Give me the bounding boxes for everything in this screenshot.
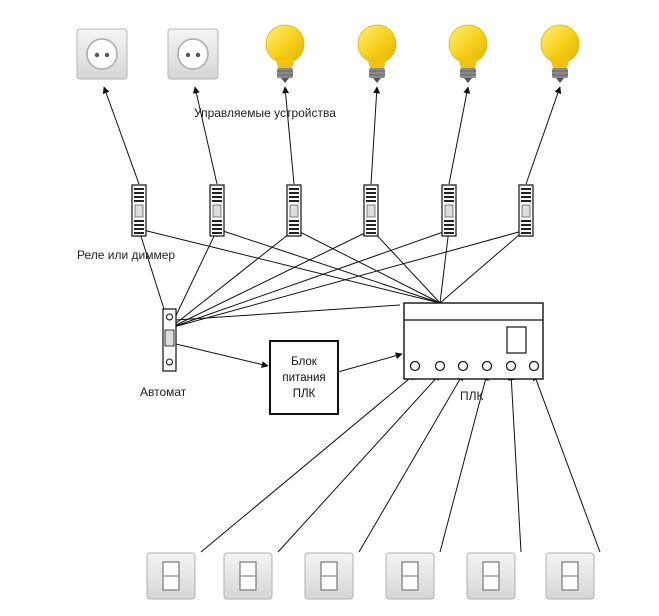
wire (439, 373, 489, 553)
wire (138, 227, 441, 304)
wire (358, 373, 464, 553)
breaker-label: Автомат (140, 385, 187, 399)
plc-display (506, 326, 527, 354)
wire (175, 343, 269, 368)
light-bulb-icon (448, 24, 488, 83)
switch-icon (545, 552, 595, 600)
plc-box (403, 302, 544, 380)
relays-label: Реле или диммер (77, 248, 175, 262)
wire (169, 229, 295, 329)
wire (216, 227, 441, 304)
light-bulb-icon (540, 24, 580, 83)
relay-icon (209, 184, 225, 237)
plc-inputs (409, 360, 540, 372)
relay-group (131, 184, 534, 237)
plc-label: ПЛК (460, 389, 484, 403)
wire (200, 373, 416, 553)
wire (337, 352, 403, 373)
wire (370, 86, 381, 185)
switch-icon (146, 552, 196, 600)
power-supply-label-2: питания (282, 372, 325, 384)
power-supply-label-1: Блок (291, 356, 318, 368)
wire (175, 304, 401, 321)
connection-wires (102, 86, 601, 553)
plc-input-terminal (505, 360, 517, 372)
light-bulb-icon (357, 24, 397, 83)
socket-icon (167, 28, 219, 80)
wire (439, 228, 452, 304)
wire (169, 229, 372, 329)
relay-icon (286, 184, 302, 237)
switch-group (146, 552, 595, 600)
relay-icon (131, 184, 147, 237)
power-supply-label-3: ПЛК (293, 388, 316, 400)
wire (532, 373, 601, 553)
wire (277, 373, 441, 553)
switch-icon (466, 552, 516, 600)
switch-icon (304, 552, 354, 600)
wire (448, 86, 471, 185)
wire (525, 86, 562, 185)
socket-icon (76, 28, 128, 80)
controlled-devices (76, 24, 580, 83)
wire (507, 373, 522, 553)
wire (282, 86, 295, 185)
relay-icon (363, 184, 379, 237)
light-bulb-icon (265, 24, 305, 83)
wire (439, 228, 527, 304)
plc-input-terminal (457, 360, 469, 372)
power-supply-box: Блок питания ПЛК (269, 340, 339, 415)
relay-icon (518, 184, 534, 237)
wire (169, 229, 218, 329)
devices-label: Управляемые устройства (194, 106, 336, 120)
breaker-icon (162, 308, 177, 372)
wire (370, 228, 441, 304)
wire (293, 228, 441, 304)
plc-input-terminal (434, 360, 446, 372)
wire (169, 228, 450, 329)
plc-input-terminal (481, 360, 493, 372)
plc-input-terminal (409, 360, 421, 372)
wire (102, 86, 140, 185)
switch-icon (223, 552, 273, 600)
switch-icon (385, 552, 435, 600)
plc-input-terminal (528, 360, 540, 372)
wire (192, 86, 218, 185)
relay-icon (441, 184, 457, 237)
wire (169, 228, 527, 329)
